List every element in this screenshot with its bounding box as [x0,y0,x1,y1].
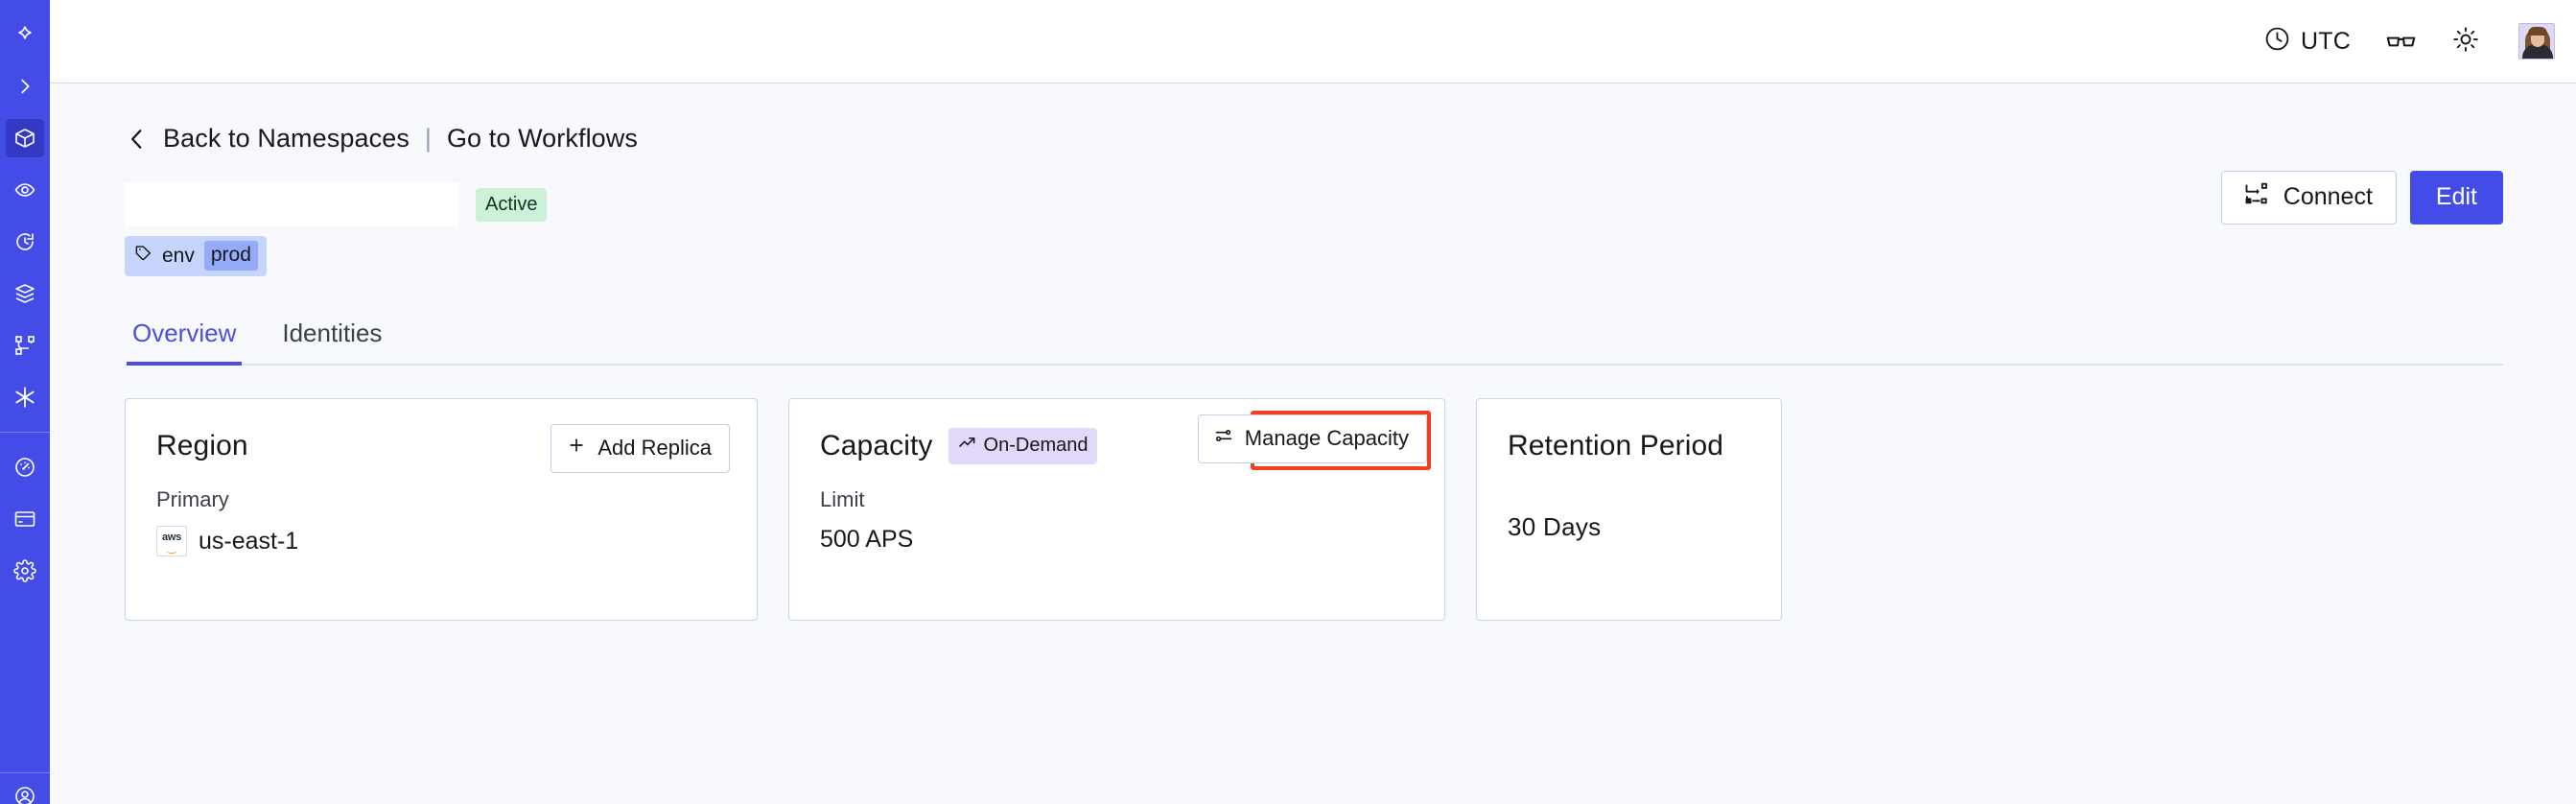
retention-card: Retention Period 30 Days [1476,398,1782,621]
credit-card-icon [13,508,36,531]
capacity-card: Capacity On-Demand [788,398,1445,621]
sidebar-item-workflows[interactable] [6,326,44,365]
namespace-title-row: Active [125,171,2503,226]
gauge-icon [13,456,36,479]
history-clock-icon [13,230,36,253]
back-to-namespaces-link[interactable]: Back to Namespaces [163,124,410,153]
retention-value: 30 Days [1508,512,1602,541]
region-card-head: Region [156,424,730,468]
region-sub-label: Primary [156,487,229,511]
manage-capacity-button[interactable]: Manage Capacity [1197,414,1427,463]
capacity-sub-label: Limit [820,487,865,511]
on-demand-badge: On-Demand [948,428,1098,464]
connect-button-label: Connect [2283,183,2373,210]
tab-identities[interactable]: Identities [282,319,383,347]
sidebar-item-deployments[interactable] [6,274,44,313]
manage-capacity-label: Manage Capacity [1244,426,1409,450]
status-badge: Active [476,187,548,222]
breadcrumb: Back to Namespaces | Go to Workflows [125,124,2503,154]
layers-icon [13,282,36,305]
namespace-name [125,182,458,226]
tag-value: prod [203,241,258,271]
sidebar-item-schedules[interactable] [6,223,44,261]
edit-button-label: Edit [2435,183,2477,210]
chevron-left-icon[interactable] [125,127,150,152]
retention-card-head: Retention Period [1508,424,1754,468]
expand-sidebar-icon[interactable] [6,67,44,106]
namespace-tags: env prod [125,236,2503,276]
user-avatar[interactable] [2518,23,2555,59]
go-to-workflows-link[interactable]: Go to Workflows [446,124,638,153]
tag-env-prod[interactable]: env prod [125,236,267,276]
tag-key: env [162,244,195,267]
capacity-card-head: Capacity On-Demand [820,424,1417,468]
region-value: us-east-1 [199,527,299,555]
cube-icon [13,127,36,150]
theme-toggle[interactable] [2451,25,2480,59]
aws-logo-swoosh: ‿ [167,540,176,554]
trending-up-icon [958,434,976,458]
asterisk-icon [12,385,37,410]
capacity-card-title: Capacity [820,430,933,461]
add-replica-button[interactable]: Add Replica [550,424,730,473]
sidebar-item-billing[interactable] [6,500,44,538]
page-content: Back to Namespaces | Go to Workflows Act… [50,83,2576,804]
gear-icon [13,559,36,582]
main-area: UTC [50,0,2576,804]
edit-button[interactable]: Edit [2409,171,2503,225]
add-replica-label: Add Replica [597,436,712,460]
tab-overview[interactable]: Overview [127,319,243,366]
region-card: Region Add Replica Primary aws [125,398,758,621]
overview-cards: Region Add Replica Primary aws [125,398,2503,621]
primary-sidebar [0,0,50,804]
breadcrumb-divider: | [424,124,432,153]
clock-icon [2263,25,2291,58]
sidebar-item-namespaces[interactable] [6,119,44,157]
connect-icon [2243,180,2270,214]
glasses-icon[interactable] [2385,26,2417,58]
timezone-selector[interactable]: UTC [2263,25,2351,58]
aws-logo-text: aws [162,532,181,543]
workflow-nodes-icon [13,334,36,357]
sidebar-item-usage[interactable] [6,448,44,486]
connect-button[interactable]: Connect [2220,171,2397,225]
sliders-icon [1214,426,1233,451]
timezone-label: UTC [2301,27,2351,55]
tab-bar: Overview Identities [125,317,2503,366]
region-value-row: aws ‿ us-east-1 [156,526,730,556]
sidebar-item-observability[interactable] [6,171,44,209]
capacity-value: 500 APS [820,526,914,553]
tag-icon [134,244,152,268]
retention-card-title: Retention Period [1508,430,1724,461]
temporal-logo-icon[interactable] [6,13,44,52]
sun-icon [2451,25,2480,59]
sidebar-item-settings[interactable] [6,552,44,590]
region-card-title: Region [156,430,248,461]
aws-logo-icon: aws ‿ [156,526,187,556]
top-header: UTC [50,0,2576,83]
header-actions: Connect Edit [2220,171,2503,225]
on-demand-label: On-Demand [983,435,1089,456]
eye-icon [13,178,36,201]
sidebar-item-account[interactable] [6,777,44,804]
plus-icon [567,436,586,461]
sidebar-item-integrations[interactable] [6,378,44,416]
